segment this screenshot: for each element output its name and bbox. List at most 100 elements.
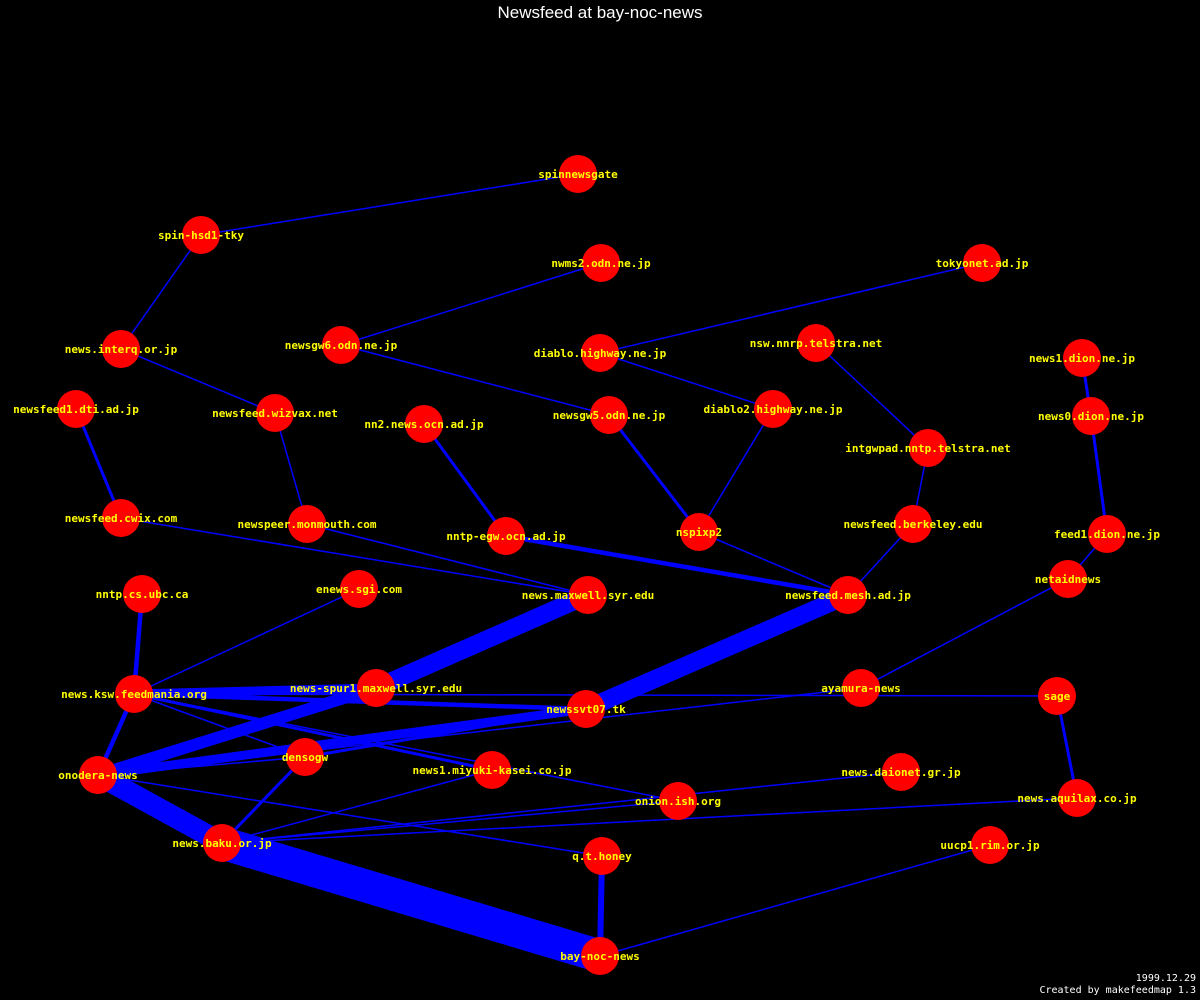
node-layer: [57, 155, 1126, 975]
node-feed1.dion.ne.jp: [1088, 515, 1126, 553]
edge-news.ksw.feedmania.org-onion.ish.org: [133, 693, 679, 802]
node-newsgw6.odn.ne.jp: [322, 326, 360, 364]
node-label-newsfeed.mesh.ad.jp: newsfeed.mesh.ad.jp: [785, 589, 911, 602]
node-news.daionet.gr.jp: [882, 753, 920, 791]
node-label-tokyonet.ad.jp: tokyonet.ad.jp: [936, 257, 1029, 270]
node-intgwpad.nntp.telstra.net: [909, 429, 947, 467]
edge-news0.dion.ne.jp-feed1.dion.ne.jp: [1089, 415, 1109, 535]
edge-densogw-news.baku.or.jp: [220, 755, 307, 845]
node-label-densogw: densogw: [282, 751, 329, 764]
edge-onodera-news-news.baku.or.jp: [92, 765, 228, 853]
node-onodera-news: [79, 756, 117, 794]
node-netaidnews: [1049, 560, 1087, 598]
node-news1.miyuki-kasei.co.jp: [473, 751, 511, 789]
node-label-intgwpad.nntp.telstra.net: intgwpad.nntp.telstra.net: [845, 442, 1011, 455]
label-layer: spinnewsgatespin-hsd1-tkynwms2.odn.ne.jp…: [13, 168, 1160, 963]
edge-densogw-onodera-news: [97, 756, 306, 776]
node-nspixp2: [680, 513, 718, 551]
edge-newssvt07.tk-onodera-news: [97, 704, 587, 780]
edge-layer: [74, 173, 1109, 972]
node-label-nsw.nnrp.telstra.net: nsw.nnrp.telstra.net: [750, 337, 882, 350]
edge-newspeer.monmouth.com-news.maxwell.syr.edu: [306, 523, 589, 596]
node-label-onodera-news: onodera-news: [58, 769, 137, 782]
node-spinnewsgate: [559, 155, 597, 193]
node-label-newsfeed.wizvax.net: newsfeed.wizvax.net: [212, 407, 338, 420]
node-label-sage: sage: [1044, 690, 1071, 703]
node-label-bay-noc-news: bay-noc-news: [560, 950, 639, 963]
node-label-news.baku.or.jp: news.baku.or.jp: [172, 837, 272, 850]
edge-news.aquilax.co.jp-news.baku.or.jp: [221, 797, 1078, 844]
node-news.baku.or.jp: [203, 824, 241, 862]
node-label-feed1.dion.ne.jp: feed1.dion.ne.jp: [1054, 528, 1160, 541]
edge-onion.ish.org-news.baku.or.jp: [221, 800, 679, 844]
node-uucp1.rim.or.jp: [971, 826, 1009, 864]
node-news.aquilax.co.jp: [1058, 779, 1096, 817]
edge-diablo.highway.ne.jp-diablo2.highway.ne.jp: [599, 352, 774, 410]
node-newsfeed.wizvax.net: [256, 394, 294, 432]
node-newsfeed.cwix.com: [102, 499, 140, 537]
node-label-newsgw5.odn.ne.jp: newsgw5.odn.ne.jp: [553, 409, 666, 422]
node-news-spur1.maxwell.syr.edu: [357, 669, 395, 707]
node-nn2.news.ocn.ad.jp: [405, 405, 443, 443]
edge-uucp1.rim.or.jp-bay-noc-news: [599, 844, 991, 957]
node-label-enews.sgi.com: enews.sgi.com: [316, 583, 402, 596]
edge-nwms2.odn.ne.jp-newsgw6.odn.ne.jp: [340, 262, 602, 346]
edge-spinnewsgate-spin-hsd1-tky: [200, 173, 579, 236]
node-label-news.ksw.feedmania.org: news.ksw.feedmania.org: [61, 688, 207, 701]
edge-netaidnews-ayamura-news: [860, 578, 1069, 689]
node-label-diablo2.highway.ne.jp: diablo2.highway.ne.jp: [703, 403, 842, 416]
node-label-news.daionet.gr.jp: news.daionet.gr.jp: [841, 766, 961, 779]
node-label-nntp-egw.ocn.ad.jp: nntp-egw.ocn.ad.jp: [446, 530, 566, 543]
node-label-nspixp2: nspixp2: [676, 526, 722, 539]
edge-news.interq.or.jp-newsfeed.wizvax.net: [120, 348, 276, 414]
node-label-ayamura-news: ayamura-news: [821, 682, 900, 695]
node-newspeer.monmouth.com: [288, 505, 326, 543]
edge-nn2.news.ocn.ad.jp-nntp-egw.ocn.ad.jp: [422, 423, 508, 537]
edge-ayamura-news-onodera-news: [97, 687, 862, 776]
node-enews.sgi.com: [340, 570, 378, 608]
node-label-newspeer.monmouth.com: newspeer.monmouth.com: [237, 518, 376, 531]
node-label-q.t.honey: q.t.honey: [572, 850, 632, 863]
edge-news.baku.or.jp-bay-noc-news: [217, 827, 605, 972]
node-onion.ish.org: [659, 782, 697, 820]
node-diablo.highway.ne.jp: [581, 334, 619, 372]
node-label-newsgw6.odn.ne.jp: newsgw6.odn.ne.jp: [285, 339, 398, 352]
node-label-diablo.highway.ne.jp: diablo.highway.ne.jp: [534, 347, 667, 360]
edge-newsfeed.wizvax.net-newspeer.monmouth.com: [274, 412, 308, 525]
node-news.maxwell.syr.edu: [569, 576, 607, 614]
edge-news1.miyuki-kasei.co.jp-news.baku.or.jp: [221, 769, 493, 844]
edge-news.ksw.feedmania.org-densogw: [133, 693, 306, 758]
node-label-nntp.cs.ubc.ca: nntp.cs.ubc.ca: [96, 588, 189, 601]
node-label-newsfeed1.dti.ad.jp: newsfeed1.dti.ad.jp: [13, 403, 139, 416]
node-label-newsfeed.cwix.com: newsfeed.cwix.com: [65, 512, 178, 525]
node-label-news.maxwell.syr.edu: news.maxwell.syr.edu: [522, 589, 654, 602]
node-nsw.nnrp.telstra.net: [797, 324, 835, 362]
node-label-spinnewsgate: spinnewsgate: [538, 168, 618, 181]
edge-densogw-newssvt07.tk: [304, 707, 587, 759]
graph-title: Newsfeed at bay-noc-news: [497, 3, 703, 22]
node-newsfeed.berkeley.edu: [894, 505, 932, 543]
node-news.ksw.feedmania.org: [115, 675, 153, 713]
node-nntp-egw.ocn.ad.jp: [487, 517, 525, 555]
edge-spin-hsd1-tky-news.interq.or.jp: [120, 234, 202, 350]
node-newsgw5.odn.ne.jp: [590, 396, 628, 434]
edge-tokyonet.ad.jp-diablo.highway.ne.jp: [599, 262, 983, 354]
edge-nntp-egw.ocn.ad.jp-newsfeed.mesh.ad.jp: [505, 533, 849, 598]
node-ayamura-news: [842, 669, 880, 707]
node-nwms2.odn.ne.jp: [582, 244, 620, 282]
node-label-news0.dion.ne.jp: news0.dion.ne.jp: [1038, 410, 1144, 423]
footer-credit: Created by makefeedmap 1.3: [1039, 985, 1196, 996]
edge-news-spur1.maxwell.syr.edu-news.ksw.feedmania.org: [133, 683, 377, 699]
footer: 1999.12.29 Created by makefeedmap 1.3: [1039, 973, 1196, 997]
node-tokyonet.ad.jp: [963, 244, 1001, 282]
node-label-onion.ish.org: onion.ish.org: [635, 795, 721, 808]
node-news0.dion.ne.jp: [1072, 397, 1110, 435]
node-newssvt07.tk: [567, 690, 605, 728]
node-news1.dion.ne.jp: [1063, 339, 1101, 377]
node-news.interq.or.jp: [102, 330, 140, 368]
node-label-nwms2.odn.ne.jp: nwms2.odn.ne.jp: [551, 257, 651, 270]
node-newsfeed1.dti.ad.jp: [57, 390, 95, 428]
edge-newsgw6.odn.ne.jp-newsgw5.odn.ne.jp: [340, 344, 610, 416]
node-label-news1.dion.ne.jp: news1.dion.ne.jp: [1029, 352, 1135, 365]
